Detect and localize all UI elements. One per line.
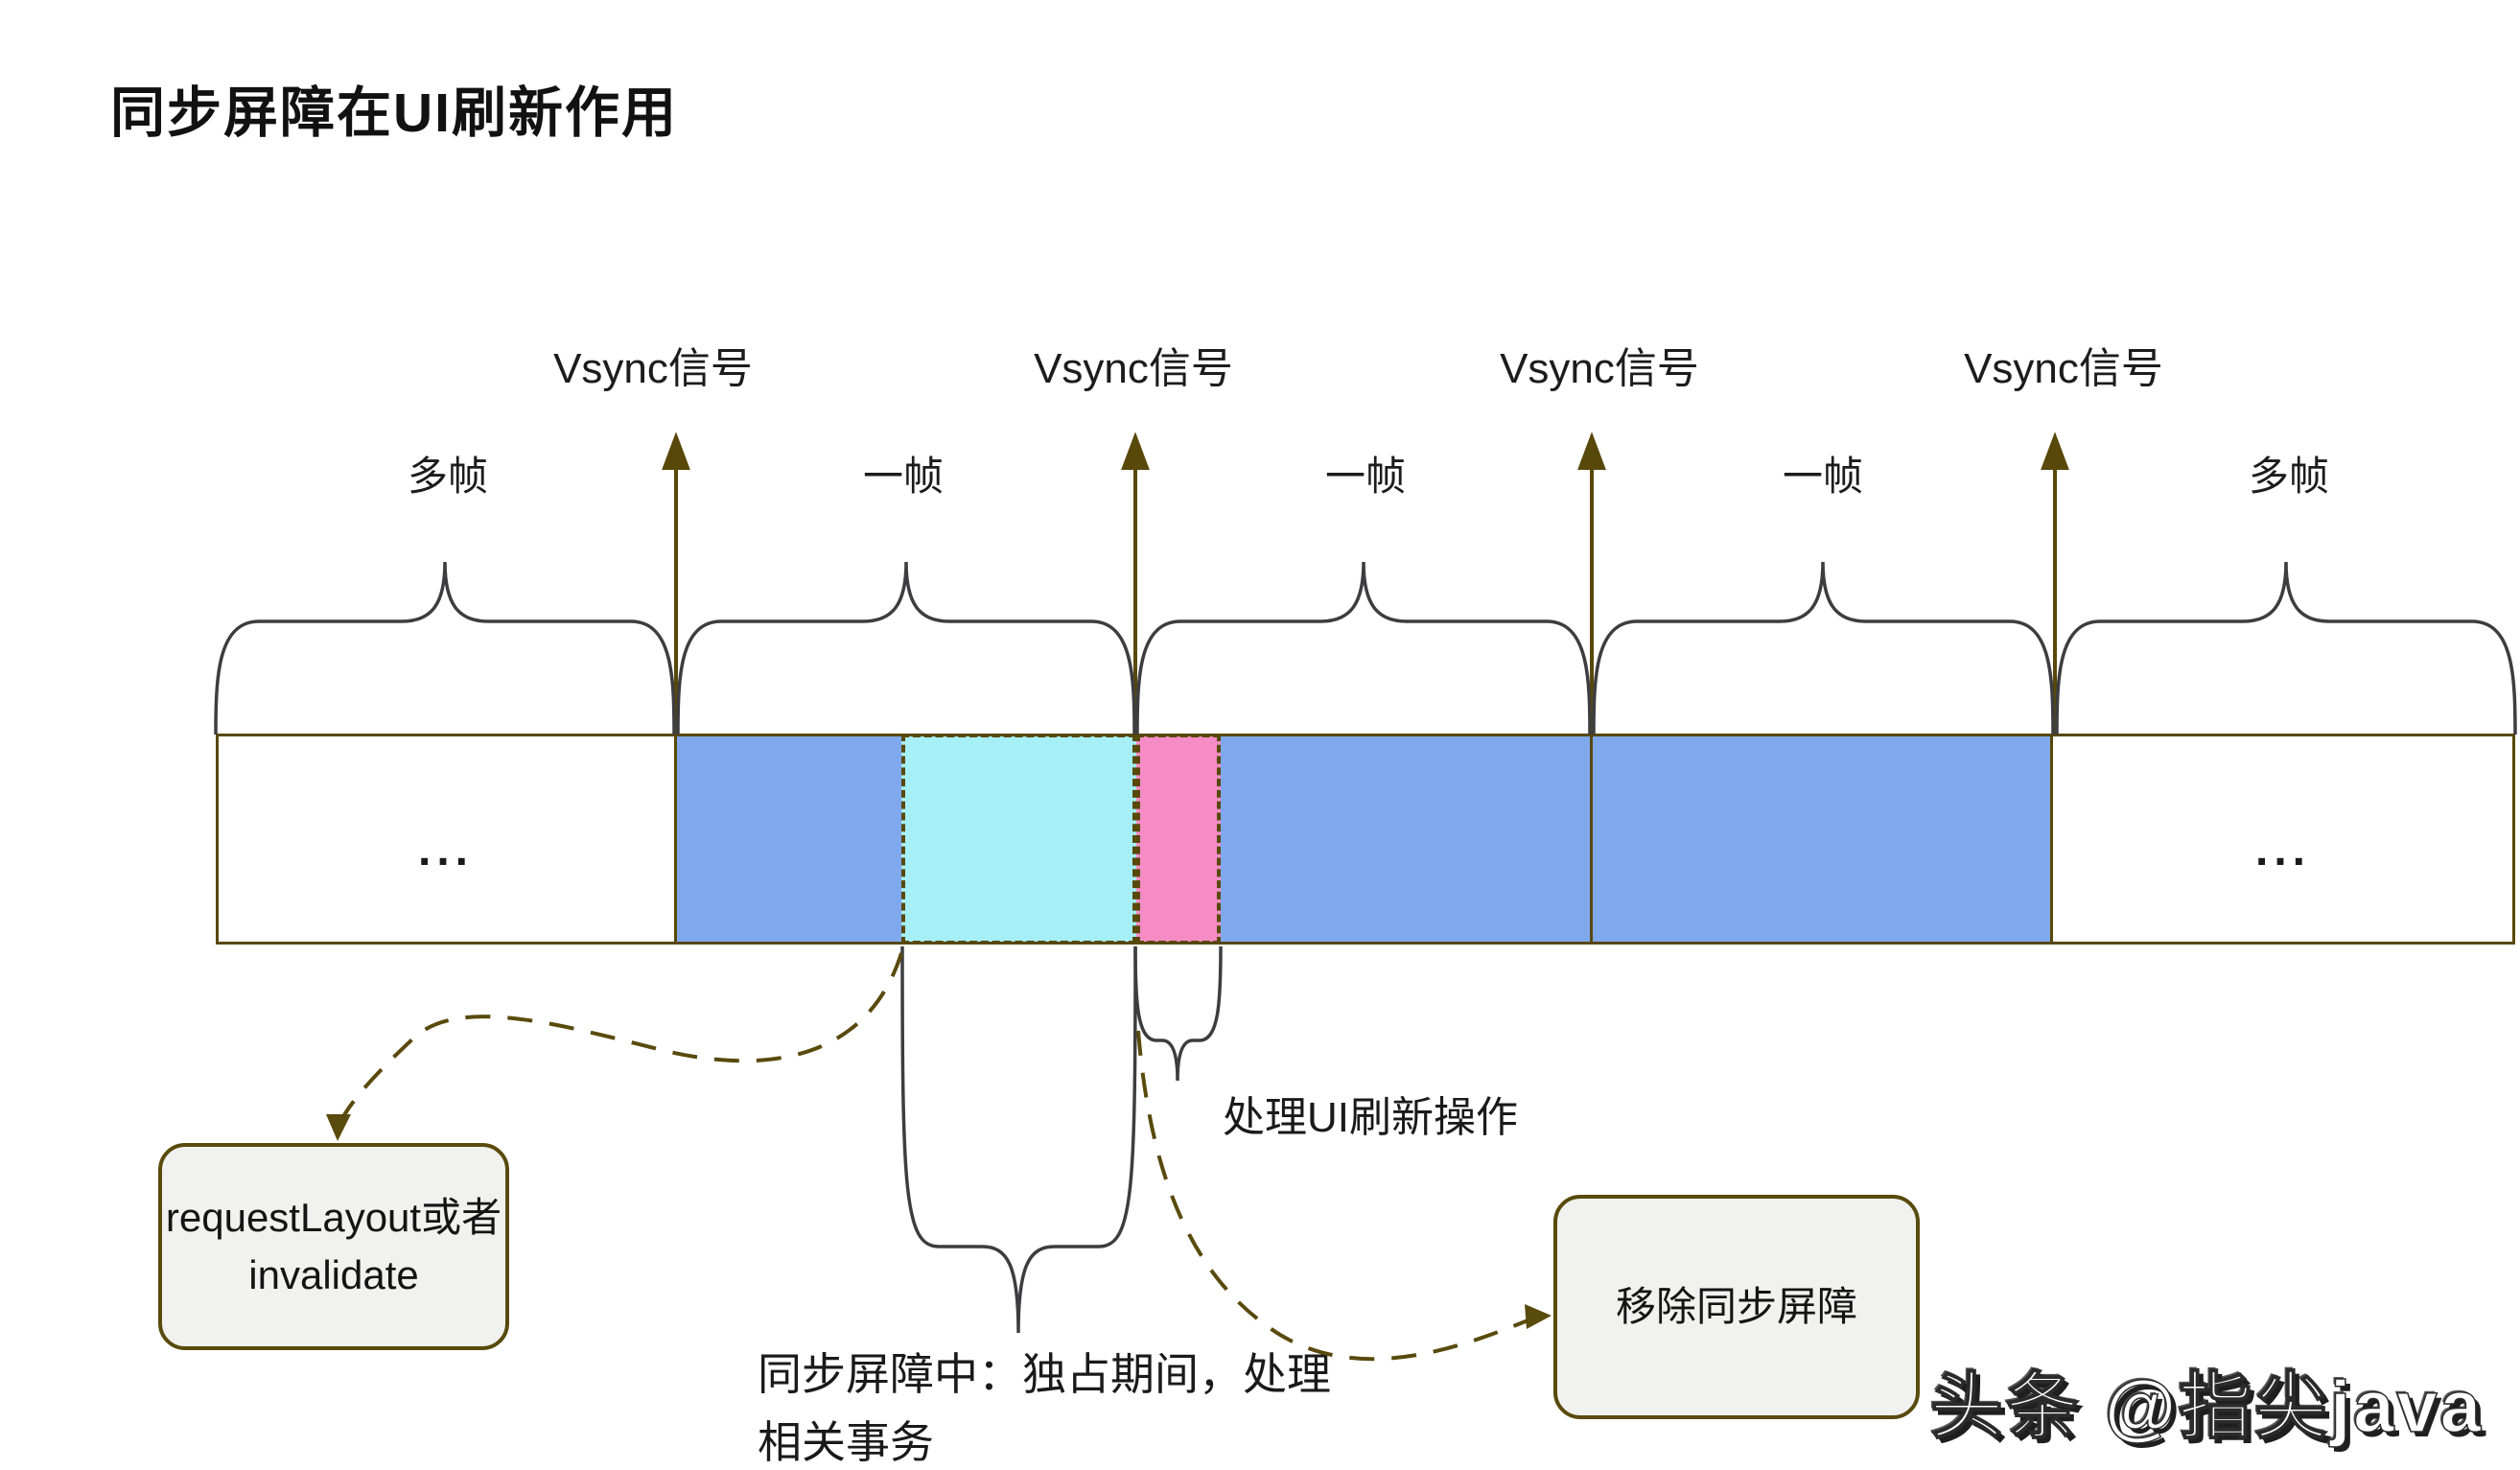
segment-idle-left bbox=[216, 734, 676, 945]
bar-divider-2 bbox=[1590, 734, 1593, 945]
watermark: 头条 @指尖java bbox=[1929, 1365, 2484, 1449]
bar-divider-3 bbox=[2050, 734, 2053, 945]
dashed-connector-remove-barrier bbox=[1136, 1030, 1552, 1362]
frame-label-one-2: 一帧 bbox=[1324, 454, 1407, 499]
segment-frame-3 bbox=[1592, 734, 2052, 945]
vsync-label-3: Vsync信号 bbox=[1500, 345, 1699, 392]
dashed-connector-request-layout-path bbox=[339, 952, 903, 1121]
brace-bottom-sync-barrier bbox=[900, 945, 1137, 1334]
ellipsis-left: ... bbox=[417, 825, 475, 875]
page-title: 同步屏障在UI刷新作用 bbox=[110, 82, 678, 144]
segment-sync-barrier bbox=[901, 734, 1136, 945]
brace-top-1 bbox=[214, 561, 676, 735]
bar-divider-1 bbox=[674, 734, 677, 945]
brace-top-3 bbox=[1135, 561, 1592, 735]
ui-refresh-label: 处理UI刷新操作 bbox=[1223, 1094, 1518, 1141]
dashed-connector-remove-barrier-path bbox=[1136, 1030, 1531, 1362]
segment-frame-1 bbox=[676, 734, 901, 945]
remove-barrier-box: 移除同步屏障 bbox=[1553, 1195, 1920, 1419]
vsync-arrowhead-3 bbox=[1577, 432, 1606, 470]
vsync-label-2: Vsync信号 bbox=[1034, 345, 1233, 392]
vsync-arrowhead-2 bbox=[1121, 432, 1150, 470]
vsync-label-1: Vsync信号 bbox=[553, 345, 753, 392]
remove-barrier-label: 移除同步屏障 bbox=[1615, 1284, 1857, 1329]
frame-label-multi-left: 多帧 bbox=[407, 454, 489, 499]
frame-label-one-3: 一帧 bbox=[1782, 454, 1864, 499]
segment-ui-refresh bbox=[1136, 734, 1221, 945]
vsync-label-4: Vsync信号 bbox=[1964, 345, 2163, 392]
dashed-connector-remove-barrier-arrowhead bbox=[1525, 1304, 1552, 1329]
frame-label-multi-right: 多帧 bbox=[2248, 454, 2330, 499]
barrier-note-line1: 同步屏障中：独占期间，处理 bbox=[758, 1349, 1331, 1399]
request-layout-line1: requestLayout或者 bbox=[165, 1195, 502, 1240]
request-layout-line2: invalidate bbox=[248, 1252, 419, 1297]
vsync-arrowhead-1 bbox=[662, 432, 690, 470]
ellipsis-right: ... bbox=[2254, 825, 2312, 875]
dashed-connector-request-layout bbox=[326, 952, 903, 1141]
brace-bottom-ui-refresh bbox=[1133, 945, 1223, 1082]
barrier-note: 同步屏障中：独占期间，处理 相关事务 bbox=[758, 1341, 1331, 1470]
vsync-arrowhead-4 bbox=[2041, 432, 2069, 470]
barrier-note-line2: 相关事务 bbox=[758, 1417, 934, 1467]
brace-top-4 bbox=[1592, 561, 2055, 735]
frame-label-one-1: 一帧 bbox=[862, 454, 945, 499]
segment-idle-right bbox=[2052, 734, 2515, 945]
request-layout-box: requestLayout或者 invalidate bbox=[158, 1143, 509, 1350]
dashed-connector-request-layout-arrowhead bbox=[326, 1114, 351, 1141]
brace-top-2 bbox=[676, 561, 1136, 735]
brace-top-5 bbox=[2055, 561, 2517, 735]
segment-frame-2 bbox=[1221, 734, 1592, 945]
